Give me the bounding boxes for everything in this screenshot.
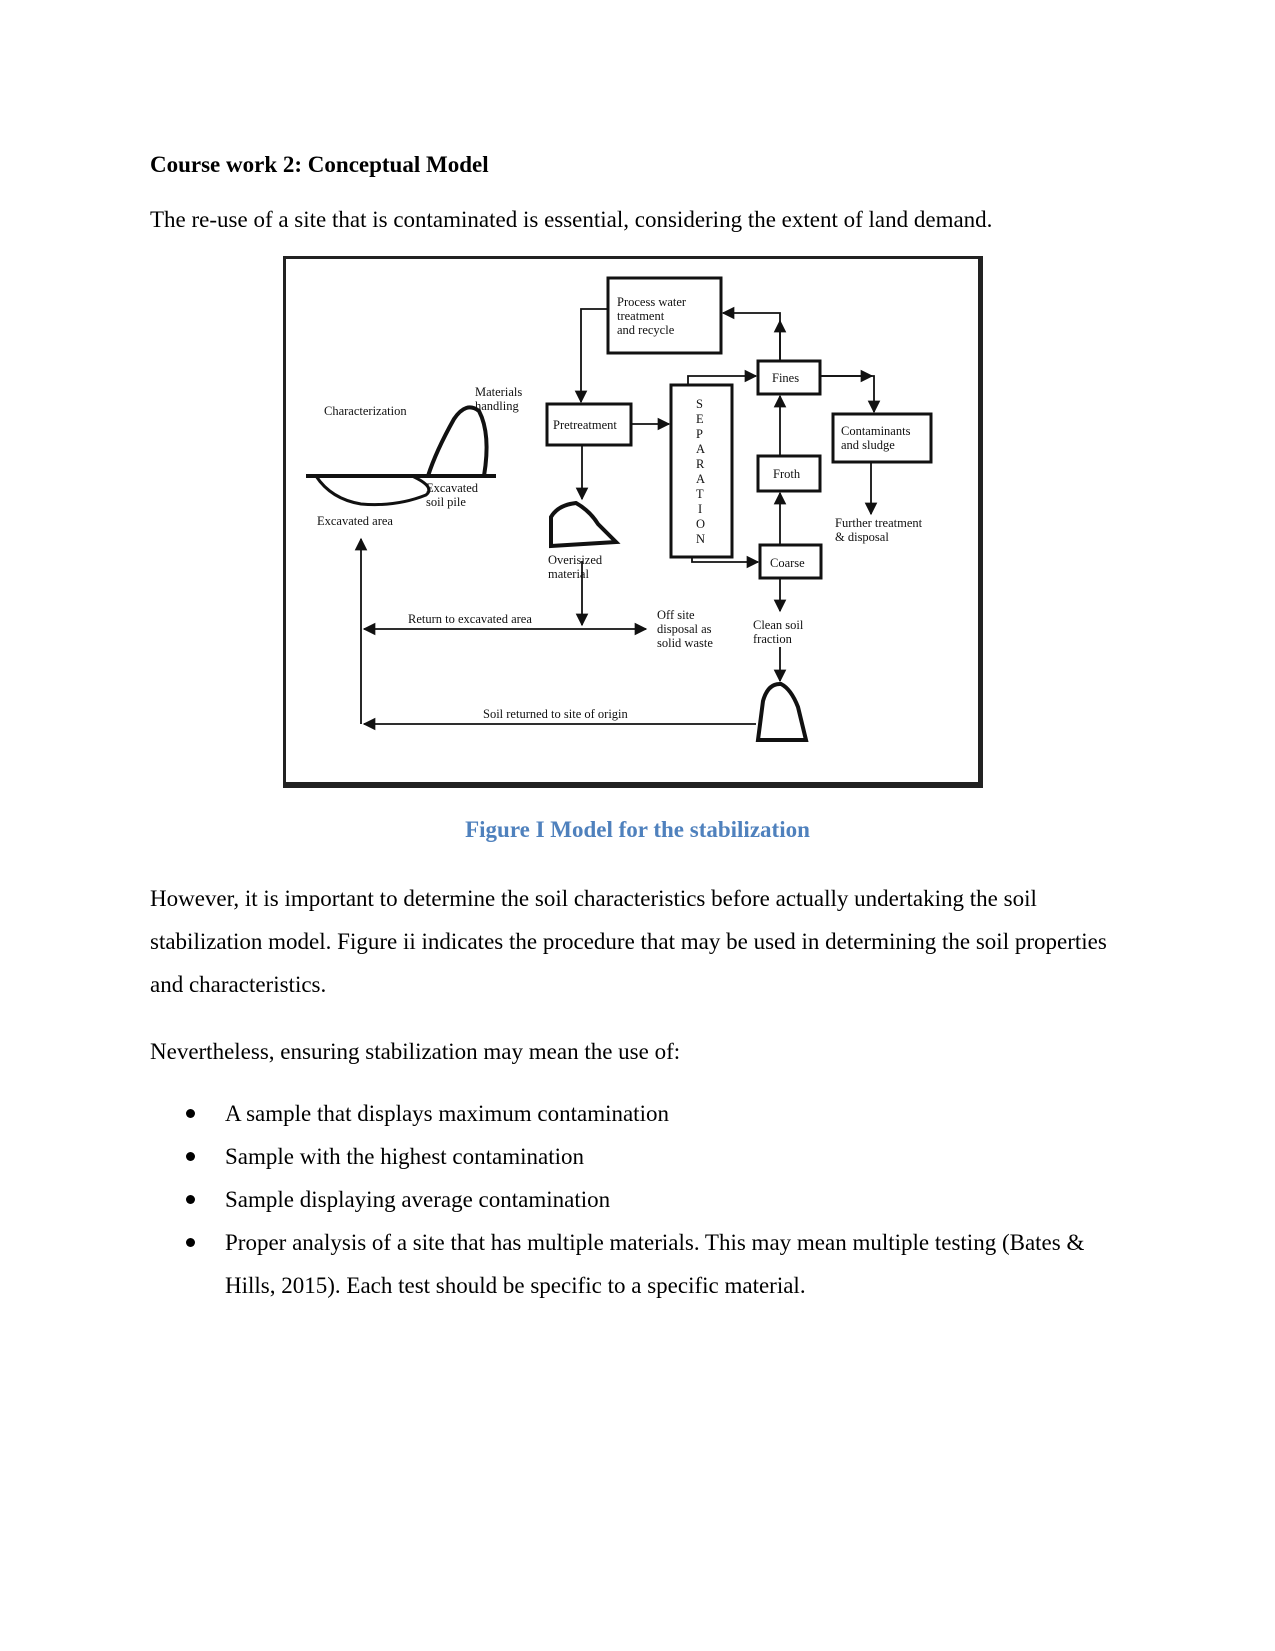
bullet-icon [186, 1109, 195, 1118]
list-item-text: Sample displaying average contamination [225, 1187, 611, 1212]
excavated-area-label: Excavated area [317, 514, 393, 528]
froth-label: Froth [773, 467, 801, 481]
svg-text:Off site: Off site [657, 608, 695, 622]
bullet-icon [186, 1195, 195, 1204]
svg-text:Clean soil: Clean soil [753, 618, 804, 632]
process-water-box [606, 276, 723, 355]
stabilization-flow-diagram: Process water treatment and recycle Fine… [306, 276, 933, 742]
separation-box [669, 383, 734, 559]
svg-text:S: S [696, 397, 703, 411]
svg-text:E: E [696, 412, 704, 426]
excavated-soil-pile-label: Excavated soil pile [426, 481, 479, 509]
list-item: Sample with the highest contamination [150, 1135, 1130, 1178]
clean-soil-fraction-label: Clean soil fraction [753, 618, 804, 646]
contaminants-label: Contaminants and sludge [841, 424, 911, 452]
svg-text:Excavated: Excavated [426, 481, 479, 495]
svg-text:N: N [696, 532, 705, 546]
clean-soil-pile-shape [755, 681, 809, 742]
list-item-text: Proper analysis of a site that has multi… [225, 1230, 1085, 1298]
svg-text:R: R [696, 457, 705, 471]
bullet-list: A sample that displays maximum contamina… [150, 1092, 1130, 1307]
process-water-label: Process water treatment and recycle [617, 295, 687, 337]
list-item-text: A sample that displays maximum contamina… [225, 1101, 669, 1126]
excavated-area-shape [314, 474, 431, 507]
soil-pile-shape [426, 405, 489, 477]
off-site-disposal-label: Off site disposal as solid waste [657, 608, 713, 650]
svg-text:disposal as: disposal as [657, 622, 712, 636]
page-heading: Course work 2: Conceptual Model [150, 152, 489, 177]
return-excavated-label: Return to excavated area [408, 612, 532, 626]
soil-returned-label: Soil returned to site of origin [483, 707, 629, 721]
list-item: A sample that displays maximum contamina… [150, 1092, 1130, 1135]
list-item-text: Sample with the highest contamination [225, 1144, 584, 1169]
body-paragraph-3: Nevertheless, ensuring stabilization may… [150, 1039, 681, 1064]
characterization-label: Characterization [324, 404, 407, 418]
oversized-material-label: Overisized material [548, 553, 603, 581]
bullet-icon [186, 1152, 195, 1161]
materials-handling-label: Materials handling [475, 385, 522, 413]
list-item: Sample displaying average contamination [150, 1178, 1130, 1221]
svg-text:P: P [696, 427, 703, 441]
svg-text:Further treatment: Further treatment [835, 516, 923, 530]
svg-text:O: O [696, 517, 705, 531]
figure-caption: Figure I Model for the stabilization [465, 817, 810, 842]
contaminants-box [831, 412, 933, 464]
svg-text:fraction: fraction [753, 632, 793, 646]
svg-text:and recycle: and recycle [617, 323, 675, 337]
fines-box [756, 359, 822, 396]
list-item: Proper analysis of a site that has multi… [150, 1221, 1130, 1307]
pretreatment-label: Pretreatment [553, 418, 617, 432]
bullet-icon [186, 1238, 195, 1247]
svg-text:I: I [698, 502, 702, 516]
separation-label: S E P A R A T I O N [696, 397, 705, 546]
svg-text:A: A [696, 442, 705, 456]
svg-text:Process water: Process water [617, 295, 687, 309]
figure-frame: Process water treatment and recycle Fine… [283, 256, 983, 788]
coarse-box [758, 543, 823, 580]
svg-text:T: T [696, 487, 704, 501]
oversized-pile-shape [549, 500, 621, 549]
svg-text:Materials: Materials [475, 385, 522, 399]
further-treatment-label: Further treatment & disposal [835, 516, 923, 544]
svg-text:& disposal: & disposal [835, 530, 889, 544]
svg-text:handling: handling [475, 399, 519, 413]
svg-text:Overisized: Overisized [548, 553, 603, 567]
svg-text:Contaminants: Contaminants [841, 424, 911, 438]
body-paragraph-2: However, it is important to determine th… [150, 886, 1107, 997]
intro-paragraph: The re-use of a site that is contaminate… [150, 207, 993, 232]
svg-text:solid waste: solid waste [657, 636, 713, 650]
fines-label: Fines [772, 371, 799, 385]
froth-box [756, 454, 822, 493]
svg-text:A: A [696, 472, 705, 486]
svg-text:soil pile: soil pile [426, 495, 466, 509]
svg-text:material: material [548, 567, 589, 581]
svg-text:and sludge: and sludge [841, 438, 895, 452]
pretreatment-box [545, 402, 633, 447]
coarse-label: Coarse [770, 556, 805, 570]
svg-text:treatment: treatment [617, 309, 665, 323]
